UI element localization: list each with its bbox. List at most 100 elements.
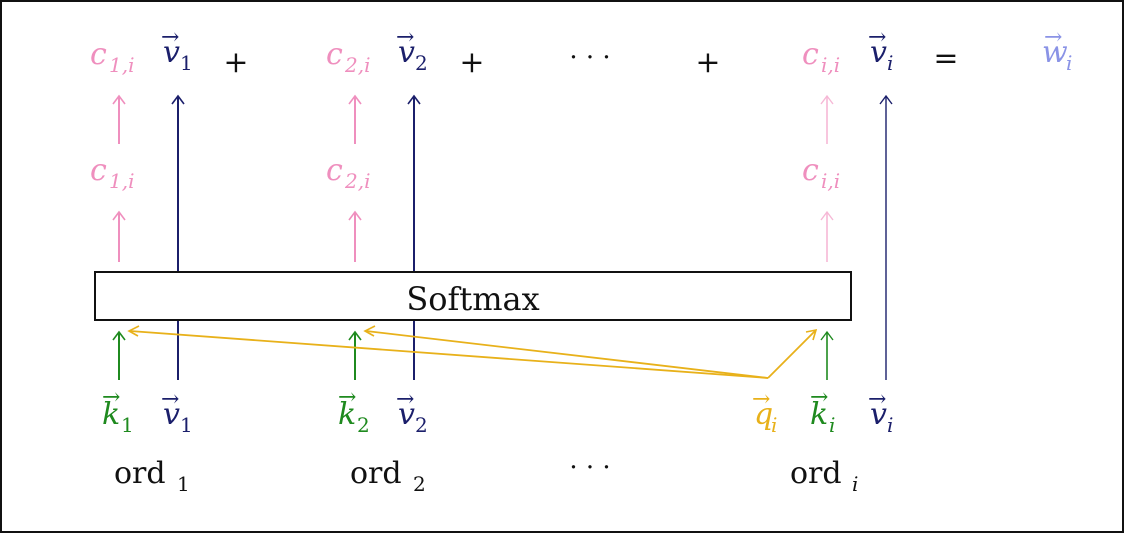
svg-text:i: i (829, 413, 835, 437)
svg-text:2: 2 (357, 413, 370, 437)
svg-text:c: c (90, 153, 107, 188)
bottom-k2: k 2 → (338, 385, 370, 437)
top-ellipsis: · · · (569, 43, 610, 73)
vec-arrow-q: → (752, 387, 770, 412)
q-to-k1-arrow (129, 330, 769, 379)
vec-arrow-top-vi: → (868, 25, 886, 50)
ci-lower-arrowhead (820, 210, 834, 221)
ord-i: ord i (790, 456, 858, 496)
vi-arrowhead (879, 94, 893, 105)
vec-arrow-vi: → (868, 387, 886, 412)
vec-arrow-top-v1: → (161, 25, 179, 50)
mid-c1: c 1,i (90, 153, 134, 193)
q-to-k1-arrowhead (127, 325, 140, 337)
top-w: w i → (1042, 25, 1072, 75)
equals-sign: = (933, 41, 958, 76)
svg-text:2: 2 (415, 51, 428, 75)
svg-text:2,i: 2,i (344, 169, 370, 193)
svg-text:ord: ord (790, 456, 842, 491)
svg-text:v: v (870, 397, 887, 432)
top-ci: c i,i (802, 37, 840, 77)
svg-text:v: v (398, 397, 415, 432)
svg-text:c: c (326, 153, 343, 188)
svg-text:1: 1 (121, 413, 134, 437)
bottom-k1: k 1 → (102, 385, 134, 437)
mid-c2: c 2,i (326, 153, 370, 193)
svg-text:1,i: 1,i (109, 169, 134, 193)
svg-text:k: k (102, 397, 120, 432)
v2-arrowhead (407, 94, 421, 105)
bottom-v1: v 1 → (161, 387, 193, 437)
plus-sign-1: + (223, 45, 248, 80)
svg-text:c: c (90, 37, 107, 72)
ki-arrowhead (820, 330, 834, 341)
c1-upper-arrowhead (112, 94, 126, 105)
vec-arrow-v1: → (161, 387, 179, 412)
svg-text:i,i: i,i (821, 53, 840, 77)
svg-text:1: 1 (180, 51, 193, 75)
vec-arrow-ki: → (810, 385, 828, 410)
svg-text:1,i: 1,i (109, 53, 134, 77)
svg-text:v: v (398, 35, 415, 70)
vec-arrow-v2: → (396, 387, 414, 412)
q-to-ki-arrowhead (805, 328, 818, 341)
top-c2: c 2,i (326, 37, 370, 77)
top-v2: v 2 → (396, 25, 428, 75)
plus-sign-2: + (459, 45, 484, 80)
svg-text:1: 1 (180, 413, 193, 437)
softmax-box (94, 271, 852, 321)
svg-text:k: k (810, 397, 828, 432)
svg-text:v: v (163, 397, 180, 432)
ord-ellipsis: · · · (569, 453, 610, 483)
top-v1: v 1 → (161, 25, 193, 75)
svg-text:c: c (802, 153, 819, 188)
ci-upper-arrowhead (820, 94, 834, 105)
q-to-k2-arrowhead (363, 325, 376, 337)
ord-2: ord 2 (350, 456, 426, 496)
k1-arrowhead (112, 330, 126, 341)
q-to-ki-arrow (767, 330, 816, 379)
mid-ci: c i,i (802, 153, 840, 193)
softmax-label: Softmax (406, 280, 539, 318)
q-to-k2-arrow (365, 330, 769, 379)
svg-text:i: i (771, 413, 777, 437)
svg-text:q: q (754, 397, 773, 432)
c2-lower-arrowhead (348, 210, 362, 221)
svg-text:i: i (887, 413, 893, 437)
bottom-q: q i → (752, 387, 777, 437)
svg-text:k: k (338, 397, 356, 432)
svg-text:ord: ord (350, 456, 402, 491)
vec-arrow-top-v2: → (396, 25, 414, 50)
k2-arrowhead (348, 330, 362, 341)
ord-1: ord 1 (114, 456, 190, 496)
vec-arrow-k2: → (338, 385, 356, 410)
c1-lower-arrowhead (112, 210, 126, 221)
svg-text:i: i (852, 472, 858, 496)
plus-sign-3: + (695, 45, 720, 80)
c2-upper-arrowhead (348, 94, 362, 105)
top-c1: c 1,i (90, 37, 134, 77)
svg-text:2: 2 (415, 413, 428, 437)
svg-text:2,i: 2,i (344, 53, 370, 77)
svg-text:1: 1 (177, 472, 190, 496)
svg-text:w: w (1042, 35, 1068, 70)
svg-text:v: v (163, 35, 180, 70)
svg-text:i: i (1066, 51, 1072, 75)
bottom-vi: v i → (868, 387, 893, 437)
svg-text:2: 2 (413, 472, 426, 496)
svg-text:v: v (870, 35, 887, 70)
bottom-ki: k i → (810, 385, 835, 437)
vec-arrow-k1: → (102, 385, 120, 410)
svg-text:c: c (802, 37, 819, 72)
svg-text:i,i: i,i (821, 169, 840, 193)
bottom-v2: v 2 → (396, 387, 428, 437)
svg-text:ord: ord (114, 456, 166, 491)
vec-arrow-top-w: → (1044, 25, 1062, 50)
svg-text:i: i (887, 51, 893, 75)
v1-arrowhead (171, 94, 185, 105)
svg-text:c: c (326, 37, 343, 72)
top-vi: v i → (868, 25, 893, 75)
